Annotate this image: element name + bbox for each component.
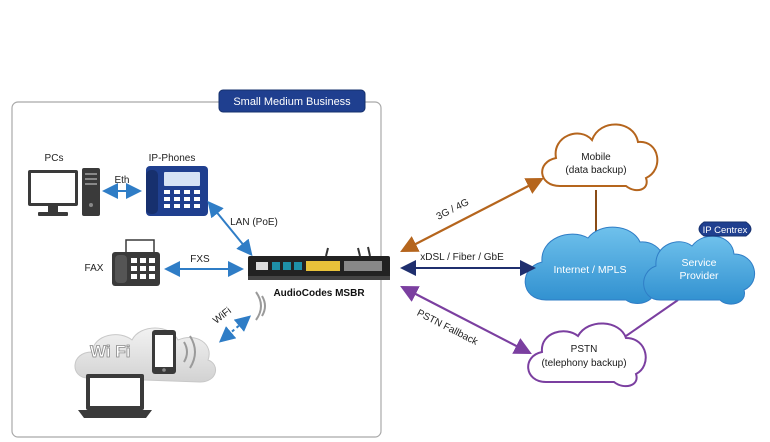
ip-phone-icon bbox=[146, 166, 208, 216]
service-pstn-connector bbox=[625, 299, 679, 337]
msbr-device-icon bbox=[248, 246, 390, 280]
ip-centrex-badge bbox=[698, 221, 752, 237]
pstn-cloud-label: PSTN bbox=[571, 344, 598, 355]
ip-phones-label: IP-Phones bbox=[149, 153, 196, 164]
eth-label: Eth bbox=[114, 175, 129, 186]
laptop-icon bbox=[78, 374, 152, 418]
fxs-label: FXS bbox=[190, 254, 210, 265]
pstn-fallback-label: PSTN Fallback bbox=[415, 308, 480, 349]
lan-poe-label: LAN (PoE) bbox=[230, 217, 278, 228]
service-provider-sublabel: Provider bbox=[679, 270, 719, 282]
pcs-label: PCs bbox=[45, 153, 64, 164]
mobile-cloud-sublabel: (data backup) bbox=[565, 165, 626, 176]
mobile-cloud-label: Mobile bbox=[581, 152, 611, 163]
pc-icon bbox=[28, 168, 100, 216]
ip-centrex-label: IP Centrex bbox=[703, 225, 748, 236]
service-provider-label: Service bbox=[681, 257, 716, 269]
pstn-cloud bbox=[527, 322, 647, 388]
fax-icon bbox=[112, 239, 160, 286]
pstn-link-arrow bbox=[400, 285, 532, 355]
phone-signal-icon bbox=[183, 335, 196, 369]
wifi-signal-icon bbox=[255, 291, 266, 321]
wifi-logo: Wi Fi bbox=[90, 342, 131, 362]
wired-link-label: xDSL / Fiber / GbE bbox=[420, 252, 504, 263]
msbr-label: AudioCodes MSBR bbox=[273, 288, 365, 299]
smb-title: Small Medium Business bbox=[233, 96, 351, 108]
pstn-cloud-sublabel: (telephony backup) bbox=[541, 358, 626, 369]
wireless-devices-cloud bbox=[74, 327, 216, 383]
internet-mpls-label: Internet / MPLS bbox=[554, 264, 627, 276]
mobile-cloud bbox=[541, 123, 659, 192]
mobile-link-arrow bbox=[400, 177, 544, 253]
smb-banner bbox=[218, 89, 366, 113]
svg-text:Wi Fi: Wi Fi bbox=[90, 342, 130, 361]
lan-poe-link-arrow bbox=[207, 200, 253, 257]
fax-label: FAX bbox=[85, 263, 104, 274]
service-provider-cloud bbox=[643, 235, 755, 305]
smartphone-icon bbox=[152, 330, 176, 374]
